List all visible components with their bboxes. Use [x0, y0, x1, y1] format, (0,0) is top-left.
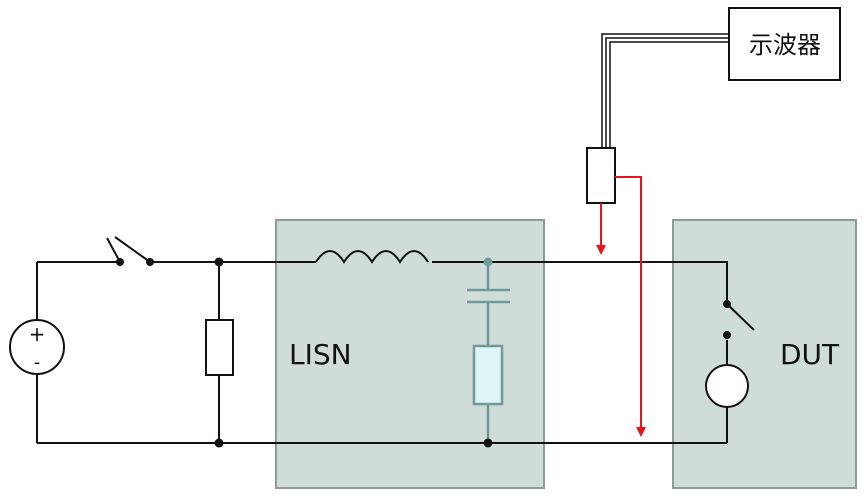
voltage-source: [9, 319, 65, 375]
shunt-resistor: [205, 319, 234, 376]
oscilloscope-box: [728, 7, 841, 81]
lisn-components: [467, 262, 510, 443]
dut-switch-bottom-terminal: [723, 331, 731, 339]
probe-cable: [601, 33, 729, 148]
main-switch: [114, 236, 151, 263]
current-probe: [586, 147, 616, 204]
junction-top: [214, 257, 224, 267]
probe-arrow-2: [615, 176, 646, 437]
dut-source: [705, 364, 749, 408]
source-minus-label: -: [34, 352, 41, 373]
wiring: [36, 237, 728, 444]
dut-switch: [726, 303, 755, 331]
lisn-label: LISN: [289, 338, 352, 371]
switch-left-terminal: [116, 258, 124, 266]
junction-bottom: [214, 438, 224, 448]
lisn-resistor: [472, 344, 504, 406]
probe-arrows: [596, 176, 646, 437]
source-plus-label: +: [29, 322, 46, 346]
lisn-node-bottom: [483, 438, 493, 448]
dut-label: DUT: [780, 338, 840, 371]
oscilloscope-label: 示波器: [749, 31, 821, 59]
lisn-node-top: [483, 257, 493, 267]
